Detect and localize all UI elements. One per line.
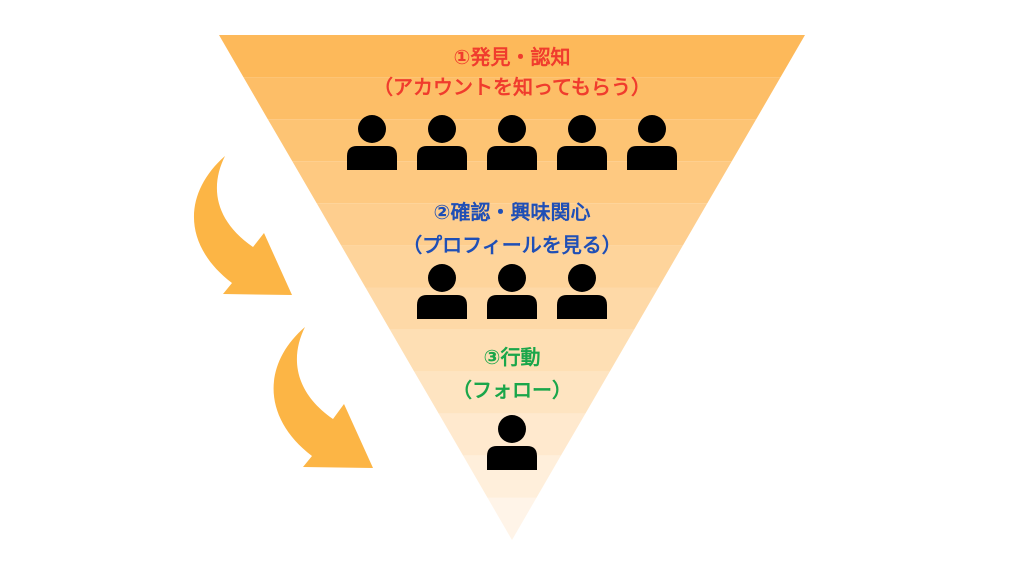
person-icon [347, 115, 397, 170]
person-icon [487, 415, 537, 470]
stage-title: ②確認・興味関心 [434, 200, 591, 224]
stage-discovery: ①発見・認知 （アカウントを知ってもらう） [347, 45, 677, 170]
stage-interest: ②確認・興味関心 （プロフィールを見る） [402, 200, 622, 319]
person-icon [557, 115, 607, 170]
person-icon [487, 264, 537, 319]
funnel-band [316, 203, 708, 246]
funnel-band [389, 329, 635, 372]
curved-arrow-icon [273, 327, 373, 468]
stage-subtitle: （アカウントを知ってもらう） [373, 75, 651, 99]
stage-subtitle: （フォロー） [452, 378, 572, 402]
stage-subtitle: （プロフィールを見る） [402, 233, 622, 257]
stage-arrows [193, 156, 373, 468]
funnel-band [487, 497, 537, 540]
person-icon [417, 264, 467, 319]
funnel-band [243, 77, 781, 120]
people-row [417, 264, 607, 319]
funnel-band [292, 161, 732, 204]
funnel-band [219, 35, 805, 78]
people-row [487, 415, 537, 470]
people-row [347, 115, 677, 170]
person-icon [487, 115, 537, 170]
stage-title: ③行動 [484, 345, 541, 369]
person-icon [417, 115, 467, 170]
funnel-band [414, 371, 610, 414]
stage-title: ①発見・認知 [454, 45, 571, 69]
curved-arrow-icon [193, 156, 292, 295]
person-icon [557, 264, 607, 319]
person-icon [627, 115, 677, 170]
stage-action: ③行動 （フォロー） [452, 345, 572, 470]
